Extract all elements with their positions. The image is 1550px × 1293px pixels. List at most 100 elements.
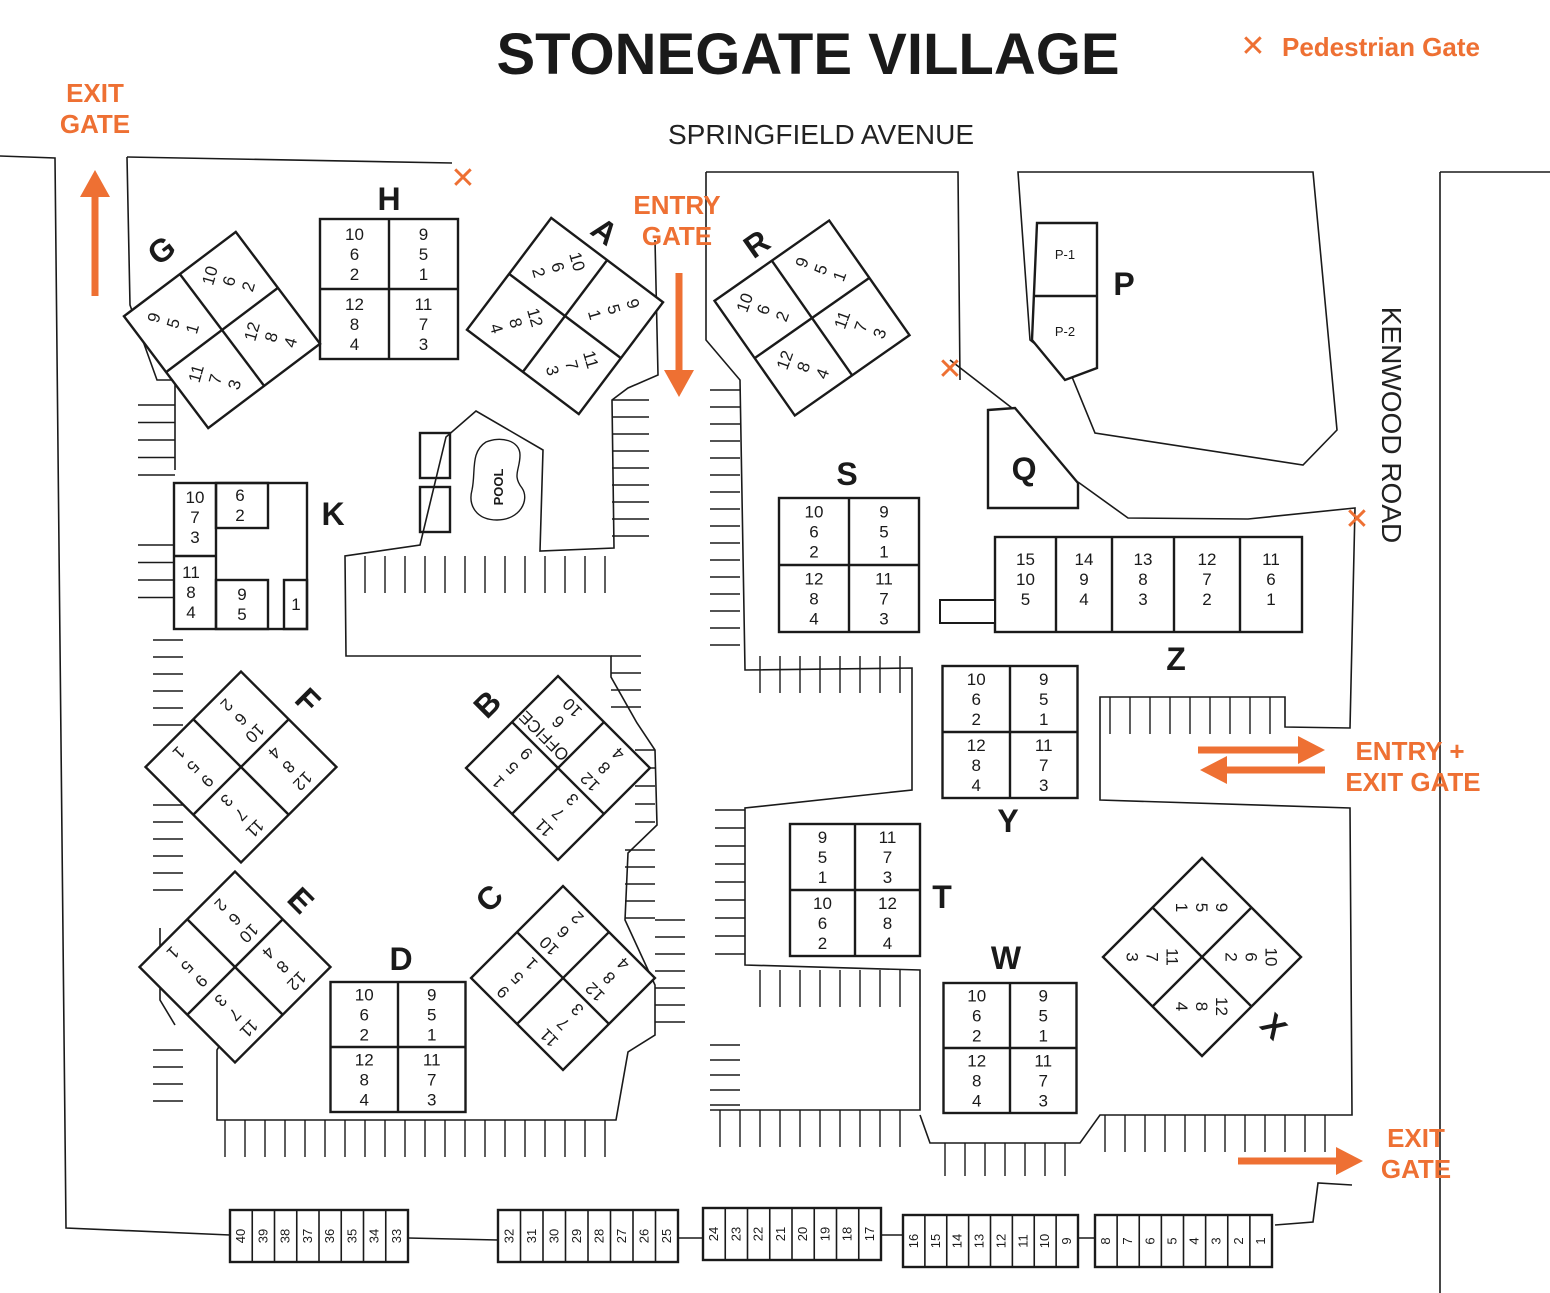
- entry-gate-label-1: ENTRY: [633, 190, 720, 220]
- garage-number: 2: [1231, 1237, 1246, 1244]
- pool-label: POOL: [491, 469, 506, 506]
- building-label: Q: [1012, 451, 1037, 487]
- garage-number: 37: [300, 1229, 315, 1243]
- unit-numbers: 1062: [733, 291, 795, 329]
- gate-labels: EXIT GATE ENTRY GATE ENTRY + EXIT GATE E…: [60, 78, 1481, 1184]
- building-label: S: [836, 456, 857, 492]
- unit-numbers: 1284: [485, 306, 547, 340]
- building-q: Q: [986, 406, 1080, 510]
- unit-numbers: P-2: [1055, 324, 1075, 339]
- unit-numbers: 1173: [1123, 948, 1182, 966]
- garage-number: 33: [389, 1229, 404, 1243]
- building-label: E: [281, 880, 322, 921]
- garage-number: 8: [1098, 1237, 1113, 1244]
- exit-gate-se-label-2: GATE: [1381, 1154, 1451, 1184]
- building-label: P: [1113, 266, 1134, 302]
- building-label: W: [991, 940, 1022, 976]
- building-label: F: [288, 681, 327, 720]
- entry-gate-arrow-icon: [664, 273, 694, 397]
- unit-numbers: 1062: [1221, 948, 1280, 967]
- pedestrian-gate-icon: ✕: [450, 161, 475, 196]
- gate-arrows: [80, 170, 1363, 1175]
- entry-exit-gate-label-1: ENTRY +: [1355, 736, 1464, 766]
- garage-number: 27: [614, 1229, 629, 1243]
- exit-gate-se-label-1: EXIT: [1387, 1123, 1445, 1153]
- garage-number: 10: [1037, 1234, 1052, 1248]
- building-label: Z: [1166, 641, 1186, 677]
- garage-number: 28: [591, 1229, 606, 1243]
- pedestrian-gate-legend-label: Pedestrian Gate: [1282, 32, 1480, 62]
- exit-gate-nw-label-1: EXIT: [66, 78, 124, 108]
- garage-number: 11: [1015, 1234, 1030, 1248]
- garage-number: 34: [367, 1229, 382, 1243]
- entry-gate-label-2: GATE: [642, 221, 712, 251]
- exit-gate-nw-arrow-icon: [80, 170, 110, 296]
- building-label: T: [932, 879, 952, 915]
- building-label: D: [389, 941, 412, 977]
- garage-number: 22: [751, 1227, 766, 1241]
- pedestrian-gate-legend-icon: ✕: [1240, 29, 1265, 64]
- pool: POOL: [418, 431, 526, 534]
- building-label: Y: [997, 803, 1018, 839]
- building-label: H: [377, 181, 400, 217]
- garage-number: 12: [993, 1234, 1008, 1248]
- building-label: C: [468, 877, 510, 919]
- building-label: K: [321, 496, 344, 532]
- unit-numbers: 1284: [1172, 997, 1231, 1016]
- garage-number: 19: [817, 1227, 832, 1241]
- exit-gate-se-arrow-icon: [1238, 1147, 1363, 1175]
- road-label-springfield: SPRINGFIELD AVENUE: [668, 119, 974, 150]
- pedestrian-gate-icon: ✕: [1344, 502, 1369, 537]
- garage-number: 9: [1059, 1237, 1074, 1244]
- building-label: R: [737, 223, 777, 266]
- garage-number: 4: [1187, 1237, 1202, 1244]
- entry-exit-gate-out-arrow-icon: [1200, 756, 1325, 784]
- garage-number: 7: [1120, 1237, 1135, 1244]
- garage-number: 20: [795, 1227, 810, 1241]
- unit-numbers: 1173: [185, 363, 247, 396]
